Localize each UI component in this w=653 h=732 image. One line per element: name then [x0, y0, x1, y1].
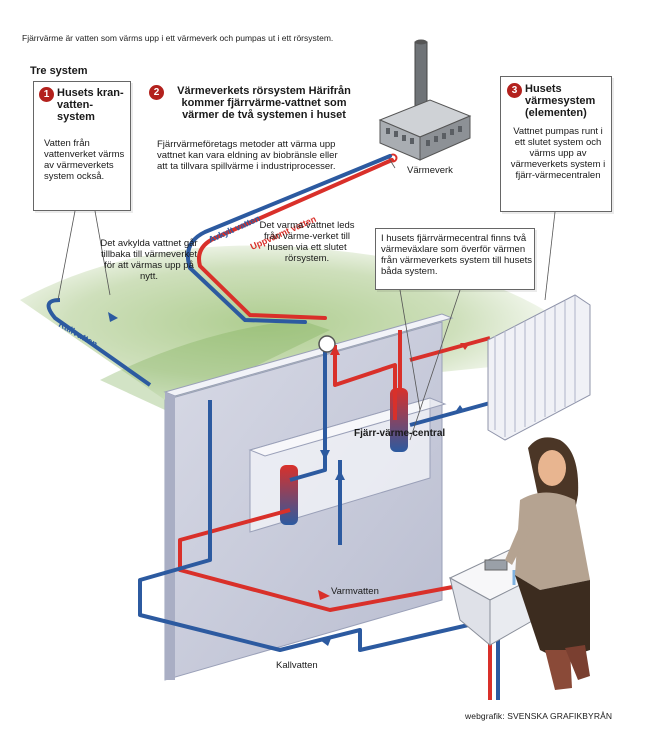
radiator: [487, 294, 591, 441]
label-plant: Värmeverk: [407, 165, 453, 176]
central-note-box: [375, 228, 535, 290]
house-wall-edge: [165, 392, 175, 680]
label-warm-note: Det varma vattnet leds från värme-verket…: [259, 220, 355, 264]
heating-plant: [378, 39, 472, 163]
house-wall-top: [163, 313, 454, 397]
cold-inlet-pipe: [46, 298, 152, 387]
system-3-title: Husets värmesystem (elementen): [525, 83, 596, 119]
system-2-title: Värmeverkets rörsystem Härifrån kommer f…: [177, 85, 351, 121]
system-3-body: Vattnet pumpas runt i ett slutet system …: [510, 126, 606, 181]
ground-shadow: [100, 320, 330, 410]
intro-text: Fjärrvärme är vatten som värms upp i ett…: [22, 33, 334, 43]
system-3-badge: 3: [507, 83, 522, 98]
label-cold-water: Kallvatten: [276, 660, 318, 671]
central-note: I husets fjärrvärmecentral finns två vär…: [381, 233, 532, 277]
credit: webgrafik: SVENSKA GRAFIKBYRÅN: [465, 711, 613, 721]
label-central: Fjärr-värme-central: [354, 428, 446, 439]
label-return-note: Det avkylda vattnet går tillbaka till vä…: [100, 238, 198, 282]
system-2-badge: 2: [149, 85, 164, 100]
system-1-box: [33, 81, 131, 211]
system-1-body: Vatten från vattenverket värms av värmev…: [44, 138, 125, 182]
system-3-box: [500, 76, 612, 212]
system-1-badge: 1: [39, 87, 54, 102]
system-2-body: Fjärrvärmeföretags metoder att värma upp…: [157, 139, 338, 172]
label-hot-water: Varmvatten: [331, 586, 379, 597]
flow-arrows: [108, 312, 470, 646]
district-pipes: [185, 154, 394, 324]
section-title: Tre system: [30, 65, 88, 77]
callout-lines: [57, 159, 556, 441]
wall-inlet: [318, 335, 336, 353]
woman-figure: [505, 437, 590, 690]
system-1-title: Husets kran-vatten-system: [57, 87, 124, 123]
